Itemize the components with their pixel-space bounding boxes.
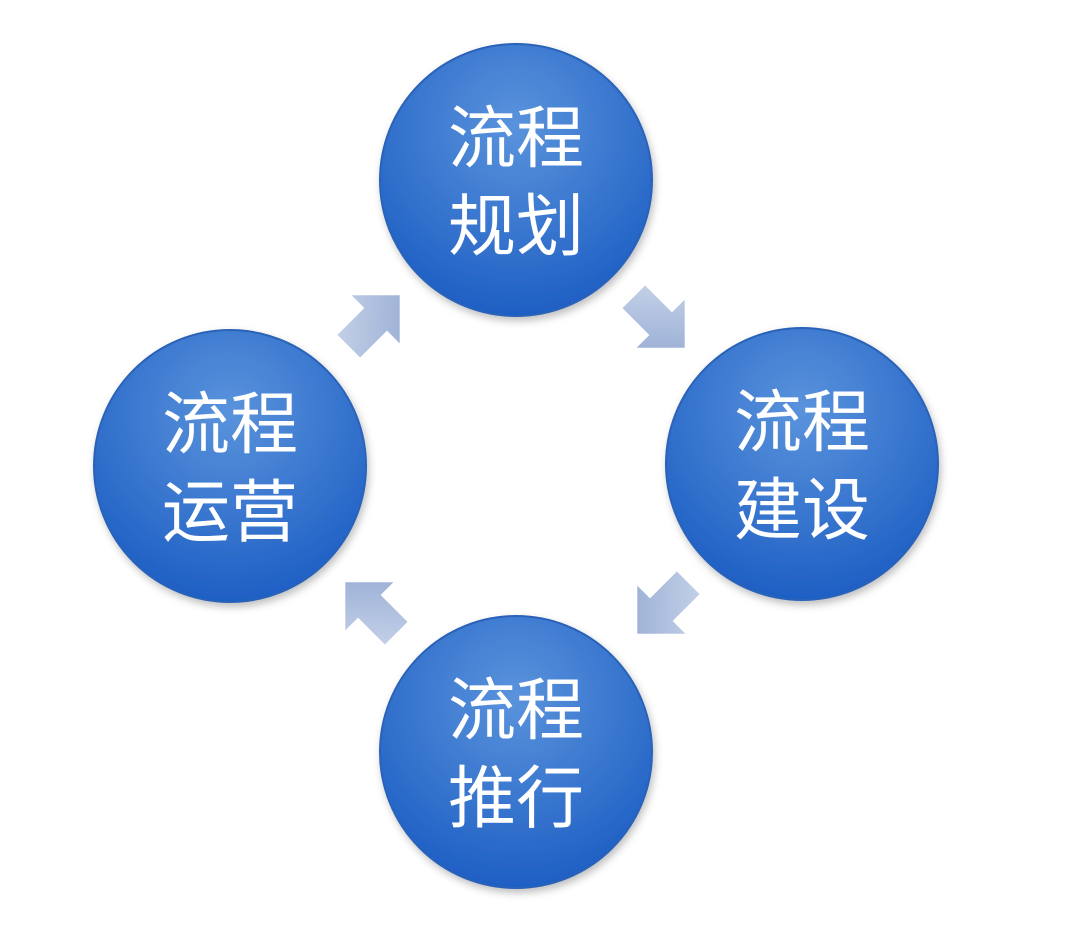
arrow-promotion-to-operation [345, 582, 408, 645]
arrow-planning-to-building [622, 285, 685, 348]
node-promotion: 流程 推行 [379, 615, 653, 889]
node-circle-promotion [379, 615, 653, 889]
node-building: 流程 建设 [665, 327, 939, 601]
node-label-line2: 建设 [734, 472, 870, 551]
node-label-line1: 流程 [448, 672, 584, 751]
node-label-line1: 流程 [734, 384, 870, 463]
node-circle-building [665, 327, 939, 601]
node-label-line1: 流程 [162, 386, 298, 465]
edges-layer [337, 285, 700, 645]
node-label-line2: 规划 [448, 188, 584, 267]
node-circle-operation [93, 329, 367, 603]
node-operation: 流程 运营 [93, 329, 367, 603]
node-circle-planning [379, 43, 653, 317]
node-label-line1: 流程 [448, 100, 584, 179]
arrow-operation-to-planning [337, 295, 400, 358]
node-planning: 流程 规划 [379, 43, 653, 317]
arrow-building-to-promotion [637, 571, 700, 634]
node-label-line2: 运营 [162, 474, 298, 553]
node-label-line2: 推行 [448, 760, 584, 839]
